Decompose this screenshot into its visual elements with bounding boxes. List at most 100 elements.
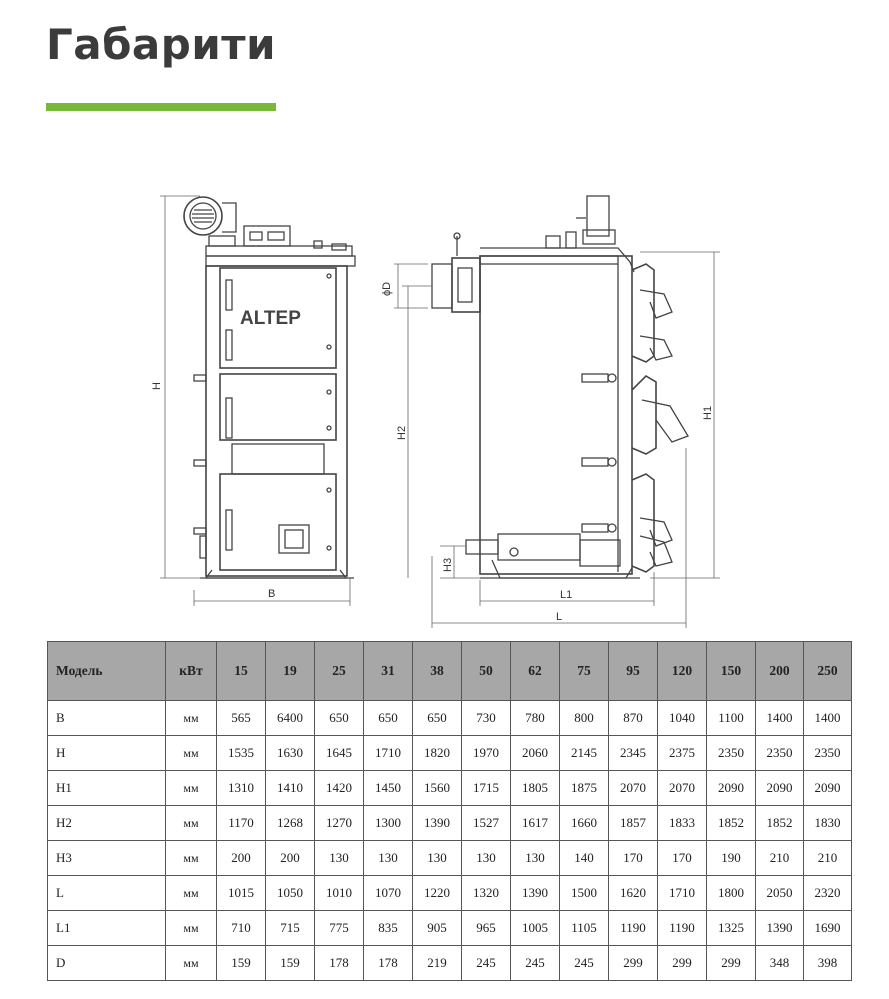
table-cell: 1852 (706, 805, 756, 841)
row-label: H3 (47, 840, 166, 876)
table-cell: 650 (412, 700, 462, 736)
header-model-19: 19 (265, 641, 315, 701)
upper-door (219, 267, 337, 369)
table-cell: 2060 (510, 735, 560, 771)
table-cell: 1500 (559, 875, 609, 911)
table-cell: 1320 (461, 875, 511, 911)
table-cell: 1527 (461, 805, 511, 841)
header-model-62: 62 (510, 641, 560, 701)
table-cell: 1390 (510, 875, 560, 911)
table-cell: 2070 (608, 770, 658, 806)
row-unit: мм (165, 735, 217, 771)
table-cell: 1220 (412, 875, 462, 911)
header-model-50: 50 (461, 641, 511, 701)
label-h3: H3 (442, 558, 454, 572)
header-model-38: 38 (412, 641, 462, 701)
table-cell: 130 (510, 840, 560, 876)
table-cell: 2090 (803, 770, 852, 806)
header-unit: кВт (165, 641, 217, 701)
label-l: L (556, 611, 562, 623)
row-unit: мм (165, 770, 217, 806)
table-cell: 178 (363, 945, 413, 981)
table-cell: 245 (461, 945, 511, 981)
table-cell: 245 (559, 945, 609, 981)
row-label: L (47, 875, 166, 911)
table-cell: 650 (363, 700, 413, 736)
table-cell: 1050 (265, 875, 315, 911)
table-cell: 2350 (755, 735, 804, 771)
header-model-200: 200 (755, 641, 804, 701)
table-cell: 1710 (363, 735, 413, 771)
table-cell: 1715 (461, 770, 511, 806)
table-cell: 1660 (559, 805, 609, 841)
table-cell: 1690 (803, 910, 852, 946)
table-cell: 170 (608, 840, 658, 876)
table-cell: 130 (314, 840, 364, 876)
table-cell: 6400 (265, 700, 315, 736)
table-cell: 965 (461, 910, 511, 946)
table-cell: 398 (803, 945, 852, 981)
table-cell: 2090 (755, 770, 804, 806)
label-b: B (268, 588, 275, 600)
page-title: Габарити (46, 20, 277, 69)
table-cell: 905 (412, 910, 462, 946)
label-l1: L1 (560, 589, 572, 601)
table-cell: 650 (314, 700, 364, 736)
table-cell: 299 (608, 945, 658, 981)
table-cell: 210 (755, 840, 804, 876)
label-h: H (151, 382, 163, 390)
table-cell: 1310 (216, 770, 266, 806)
table-cell: 1010 (314, 875, 364, 911)
table-cell: 780 (510, 700, 560, 736)
table-cell: 1390 (412, 805, 462, 841)
table-cell: 1270 (314, 805, 364, 841)
label-h1: H1 (702, 406, 714, 420)
table-cell: 178 (314, 945, 364, 981)
table-cell: 1833 (657, 805, 707, 841)
row-label: H2 (47, 805, 166, 841)
middle-door (219, 373, 337, 441)
lower-door (219, 473, 337, 571)
table-cell: 870 (608, 700, 658, 736)
row-unit: мм (165, 910, 217, 946)
table-cell: 1875 (559, 770, 609, 806)
table-cell: 2350 (803, 735, 852, 771)
table-cell: 200 (265, 840, 315, 876)
table-cell: 1300 (363, 805, 413, 841)
table-cell: 2350 (706, 735, 756, 771)
table-cell: 1630 (265, 735, 315, 771)
table-cell: 299 (657, 945, 707, 981)
table-cell: 1645 (314, 735, 364, 771)
table-cell: 1420 (314, 770, 364, 806)
table-cell: 1015 (216, 875, 266, 911)
front-view (183, 196, 356, 579)
table-cell: 1390 (755, 910, 804, 946)
table-cell: 210 (803, 840, 852, 876)
row-label: H1 (47, 770, 166, 806)
header-model-25: 25 (314, 641, 364, 701)
table-cell: 1560 (412, 770, 462, 806)
table-cell: 219 (412, 945, 462, 981)
table-cell: 1410 (265, 770, 315, 806)
row-label: B (47, 700, 166, 736)
table-cell: 2145 (559, 735, 609, 771)
table-cell: 1040 (657, 700, 707, 736)
table-cell: 1820 (412, 735, 462, 771)
side-view (431, 195, 689, 579)
table-cell: 1857 (608, 805, 658, 841)
table-cell: 348 (755, 945, 804, 981)
table-cell: 130 (363, 840, 413, 876)
table-cell: 1400 (803, 700, 852, 736)
table-cell: 800 (559, 700, 609, 736)
table-cell: 200 (216, 840, 266, 876)
row-label: L1 (47, 910, 166, 946)
row-unit: мм (165, 840, 217, 876)
table-cell: 130 (461, 840, 511, 876)
table-cell: 715 (265, 910, 315, 946)
header-model-95: 95 (608, 641, 658, 701)
header-model-250: 250 (803, 641, 852, 701)
